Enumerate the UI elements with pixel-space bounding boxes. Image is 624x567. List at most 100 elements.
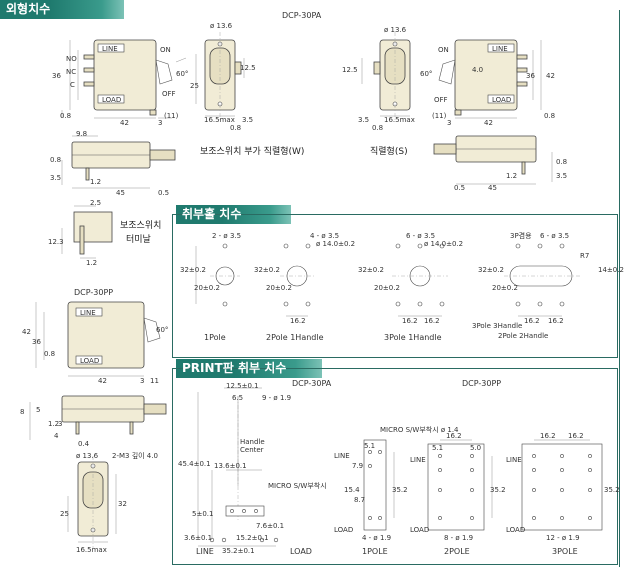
angle-60: 60°	[420, 70, 433, 78]
dim-08b: 0.8	[230, 124, 242, 132]
m3-label: 2-M3 깊이 4.0	[112, 452, 158, 460]
dim-08: 0.8	[50, 156, 62, 164]
dim-12: 1.2	[90, 178, 102, 186]
pcb-frame	[172, 368, 618, 565]
dim-352: 35.2	[490, 486, 506, 494]
dim-3: 3	[58, 420, 63, 428]
dim-51: 5.1	[364, 442, 376, 450]
dim-5: 5±0.1	[192, 510, 214, 518]
dim-12: 1.2	[48, 420, 60, 428]
hole-label: 12 - ø 1.9	[546, 534, 580, 542]
dim-162b: 16.2	[548, 317, 564, 325]
load-label: LOAD	[102, 96, 122, 104]
dim-76: 7.6±0.1	[256, 522, 285, 530]
pp-switch-front	[35, 301, 161, 377]
hole-label: 4 - ø 3.5	[310, 232, 340, 240]
dim-42b: 42	[546, 72, 555, 80]
dim-20: 20±0.2	[194, 284, 220, 292]
load-label: LOAD	[410, 526, 430, 534]
off-label: OFF	[162, 90, 176, 98]
hole-label: 4 - ø 1.9	[362, 534, 392, 542]
dim-4: 4	[54, 432, 59, 440]
dim-36: 36	[32, 338, 41, 346]
dim-32: 32	[118, 500, 127, 508]
pcb-2pole	[427, 439, 493, 531]
mount-3pole-3handle	[504, 243, 580, 317]
dia-label: ø 13.6	[384, 26, 407, 34]
nc-label: NC	[66, 68, 77, 76]
caption-1pole: 1POLE	[362, 547, 388, 556]
dim-11: (11)	[432, 112, 447, 120]
dim-125: 12.5±0.1	[226, 382, 259, 390]
aux-terminal-label-2: 터미날	[126, 235, 151, 245]
handle-label: Handle	[240, 438, 265, 446]
dim-20: 20±0.2	[374, 284, 400, 292]
pp-profile	[29, 395, 167, 440]
dia-label: ø 13.6	[76, 452, 99, 460]
center-label: Center	[240, 446, 264, 454]
dim-05: 0.5	[158, 189, 170, 197]
section-title: PRINT판 취부 치수	[182, 361, 287, 375]
dim-352: 35.2	[392, 486, 408, 494]
line-label: LINE	[506, 456, 522, 464]
dim-162b: 16.2	[568, 432, 584, 440]
load-label: LOAD	[334, 526, 354, 534]
side-view-a	[195, 32, 245, 122]
dim-42: 42	[484, 119, 493, 127]
big-hole-label: ø 14.0±0.2	[316, 240, 356, 248]
radius-label: R7	[580, 252, 590, 260]
dim-20: 20±0.2	[266, 284, 292, 292]
outline-frame	[0, 10, 620, 567]
dim-162: 16.2	[446, 432, 462, 440]
side-view-b	[361, 32, 411, 122]
dim-50: 5.0	[470, 444, 482, 452]
dim-3: 3	[447, 119, 452, 127]
dim-3: 3	[140, 377, 145, 385]
aux-terminal	[61, 205, 113, 259]
dim-162a: 16.2	[540, 432, 556, 440]
dim-35: 3.5	[242, 116, 254, 124]
dim-08: 0.8	[60, 112, 72, 120]
dim-35: 3.5	[50, 174, 62, 182]
dim-11: 11	[150, 377, 159, 385]
load-label: LOAD	[80, 357, 100, 365]
section-header-mount: 취부홀 치수	[176, 205, 291, 224]
model-label-pp: DCP-30PP	[462, 379, 502, 388]
dim-154: 15.4	[344, 486, 360, 494]
on-label: ON	[438, 46, 449, 54]
caption-3pole: 3Pole 1Handle	[384, 333, 442, 342]
dim-08: 0.8	[44, 350, 56, 358]
mount-3pole	[392, 243, 448, 317]
micro-label: MICRO S/W부착시 ø 1.4	[380, 426, 459, 434]
caption-1pole: 1Pole	[204, 333, 226, 342]
dim-87: 8.7	[354, 496, 366, 504]
hole-label: 6 - ø 3.5	[406, 232, 436, 240]
dim-32: 32±0.2	[254, 266, 280, 274]
model-label-pa: DCP-30PA	[282, 11, 322, 20]
dim-32: 32±0.2	[358, 266, 384, 274]
line-label: LINE	[410, 456, 426, 464]
pcb-3pole	[521, 439, 603, 531]
dim-32: 32±0.2	[180, 266, 206, 274]
dim-25: 25	[190, 82, 199, 90]
dim-35: 3.5	[556, 172, 568, 180]
section-title: 외형치수	[6, 2, 51, 16]
dim-3: 3	[158, 119, 163, 127]
pcb-1pole	[363, 439, 395, 531]
dim-36: 36	[526, 72, 535, 80]
dim-454: 45.4±0.1	[178, 460, 211, 468]
dim-11: (11)	[164, 112, 179, 120]
angle-60: 60°	[176, 70, 189, 78]
mount-2pole	[280, 243, 314, 317]
dim-36: 36	[52, 72, 61, 80]
caption-2pole: 2POLE	[444, 547, 470, 556]
profile-a	[61, 135, 176, 189]
dim-162a: 16.2	[524, 317, 540, 325]
micro-label: MICRO S/W부착시	[268, 482, 327, 490]
dim-152: 15.2±0.1	[236, 534, 269, 542]
dim-44: 42	[98, 377, 107, 385]
dim-136: 13.6±0.1	[214, 462, 247, 470]
load-label: LOAD	[492, 96, 512, 104]
line-label: LINE	[196, 547, 214, 556]
